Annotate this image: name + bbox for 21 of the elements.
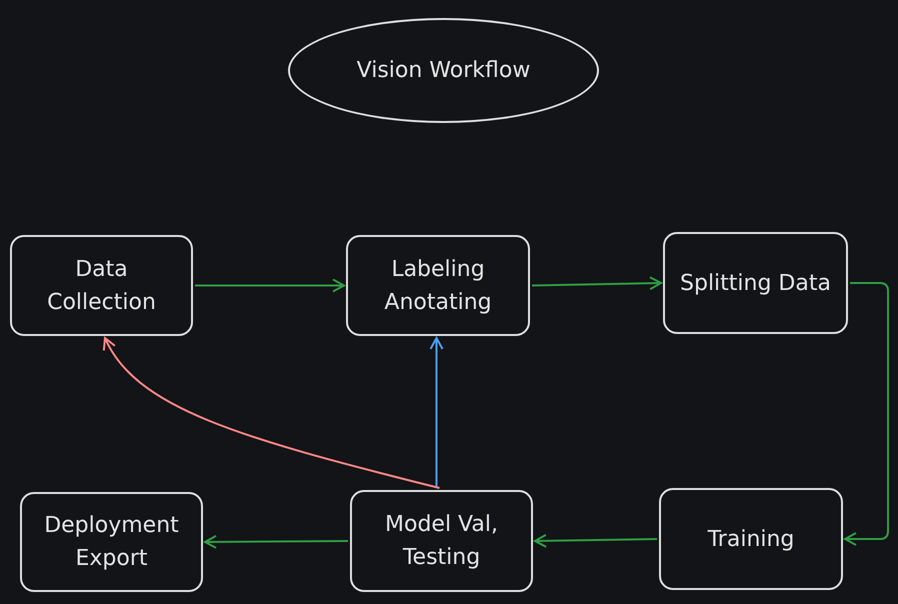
arrow — [532, 276, 662, 290]
process-box — [10, 235, 193, 336]
node-label: Labeling Anotating — [383, 256, 493, 316]
node-label: Data Collection — [46, 256, 157, 316]
arrow — [430, 337, 444, 488]
process-box — [350, 490, 533, 592]
node-label: Splitting Data — [680, 270, 831, 298]
arrow — [534, 534, 658, 548]
node-label: Model Val, Testing — [384, 511, 499, 572]
process-box — [20, 492, 203, 592]
title-ellipse — [288, 18, 599, 123]
process-box — [346, 235, 530, 336]
process-box — [663, 232, 848, 334]
node-label: Deployment Export — [43, 512, 180, 573]
arrow — [204, 534, 348, 549]
process-box — [659, 488, 843, 590]
arrow — [844, 282, 889, 546]
node-label: Training — [708, 526, 794, 554]
arrow — [195, 278, 345, 292]
node-label: Vision Workflow — [356, 57, 530, 85]
arrow — [104, 337, 440, 489]
